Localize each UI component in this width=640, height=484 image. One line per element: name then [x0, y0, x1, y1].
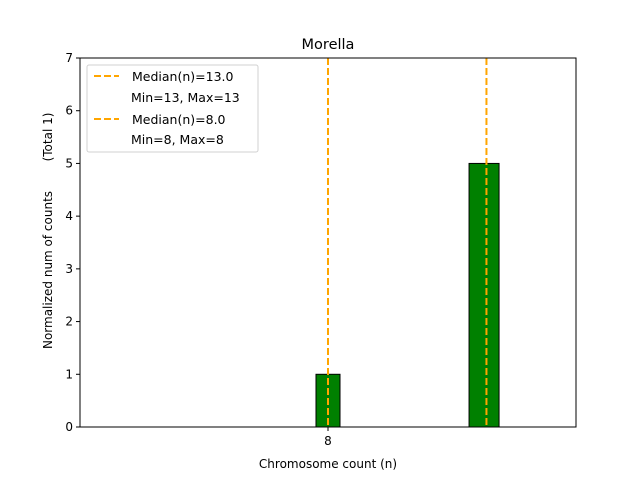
y-tick-label: 5 — [65, 156, 73, 170]
legend-sub-2: Min=8, Max=8 — [131, 132, 224, 147]
y-axis-label: Normalized num of counts — [41, 191, 55, 349]
y-tick-label: 0 — [65, 420, 73, 434]
legend-label-1: Median(n)=13.0 — [132, 69, 233, 84]
legend-sub-1: Min=13, Max=13 — [131, 90, 240, 105]
x-tick-label: 8 — [324, 434, 332, 448]
y-tick-label: 6 — [65, 104, 73, 118]
x-axis-label: Chromosome count (n) — [259, 457, 397, 471]
chart-title: Morella — [302, 37, 355, 53]
y-tick-label: 1 — [65, 367, 73, 381]
y-tick-label: 7 — [65, 51, 73, 65]
legend-label-2: Median(n)=8.0 — [132, 112, 226, 127]
y-tick-label: 2 — [65, 315, 73, 329]
y-tick-label: 3 — [65, 262, 73, 276]
y-axis-label-total: (Total 1) — [41, 113, 55, 162]
legend-box — [86, 64, 259, 153]
bar-2 — [468, 162, 500, 428]
legend: Median(n)=13.0 Min=13, Max=13 Median(n)=… — [86, 64, 259, 153]
y-tick-label: 4 — [65, 209, 73, 223]
